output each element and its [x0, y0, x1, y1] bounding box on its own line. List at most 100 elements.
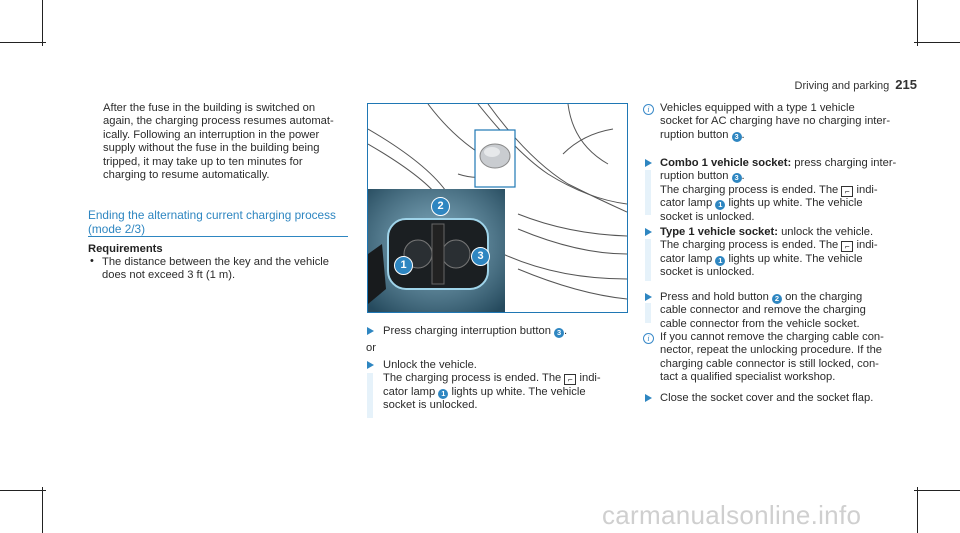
note-line: ruption button 3.	[660, 129, 915, 142]
callout-badge: 2	[771, 294, 782, 304]
step-text: indi-	[856, 239, 878, 252]
step-unlock-vehicle: Unlock the vehicle. The charging process…	[383, 359, 628, 413]
step-text: cator lamp	[383, 385, 436, 398]
section-title-line: (mode 2/3)	[88, 222, 146, 236]
step-line: cator lamp 1 lights up white. The vehicl…	[660, 197, 915, 211]
step-text: lights up white. The vehicle	[728, 252, 863, 265]
step-line: cator lamp 1 lights up white. The vehicl…	[383, 386, 628, 399]
callout-badge: 1	[715, 200, 726, 211]
step-combo-socket: Combo 1 vehicle socket: press charging i…	[660, 157, 915, 224]
step-text: lights up white. The vehicle	[728, 197, 863, 210]
charging-socket-figure: 1 2 3	[367, 103, 628, 313]
step-bar	[645, 170, 651, 215]
car-socket-illustration	[368, 104, 627, 312]
crop-mark	[917, 0, 918, 46]
note-line: Vehicles equipped with a type 1 vehicle	[660, 102, 855, 114]
crop-mark	[42, 487, 43, 533]
step-line: socket is unlocked.	[660, 210, 755, 223]
page-number: 215	[895, 77, 917, 92]
intro-line: tripped, it may take up to ten minutes f…	[103, 155, 303, 168]
step-line: The charging process is ended. The ⌐ ind…	[660, 184, 915, 197]
step-text: lights up white. The vehicle	[451, 385, 586, 398]
callout-badge: 3	[731, 173, 742, 184]
note-line: tact a qualified specialist workshop.	[660, 371, 836, 384]
crop-mark	[0, 42, 46, 43]
step-type1-socket: Type 1 vehicle socket: unlock the vehicl…	[660, 226, 915, 280]
callout-badge: 1	[438, 388, 449, 399]
section-title-line: Ending the alternating current charging …	[88, 208, 336, 222]
step-text: on the charging	[785, 291, 863, 303]
intro-line: again, the charging process resumes auto…	[103, 115, 334, 128]
header-section: Driving and parking	[794, 80, 890, 92]
figure-callout-3: 3	[471, 247, 490, 266]
intro-line: After the fuse in the building is switch…	[103, 102, 316, 114]
section-title: Ending the alternating current charging …	[88, 208, 348, 236]
step-line: socket is unlocked.	[383, 399, 478, 412]
step-line: The charging process is ended. The ⌐ ind…	[383, 372, 628, 386]
crop-mark	[914, 42, 960, 43]
callout-badge: 3	[731, 131, 742, 142]
step-line: Press and hold button 2 on the charging	[660, 291, 915, 304]
step-text: cator lamp	[660, 252, 713, 265]
step-line: cable connector from the vehicle socket.	[660, 317, 860, 330]
requirement-item: The distance between the key and the veh…	[102, 256, 352, 283]
bullet-icon: •	[90, 255, 94, 267]
unlock-icon: ⌐	[841, 241, 854, 253]
step-text: The charging process is ended. The	[660, 239, 839, 252]
step-arrow-icon	[645, 293, 652, 301]
step-text: unlock the vehicle.	[781, 226, 874, 238]
crop-mark	[0, 490, 46, 491]
crop-mark	[42, 0, 43, 46]
step-arrow-icon	[645, 159, 652, 167]
unlock-icon: ⌐	[564, 374, 577, 386]
requirement-line: The distance between the key and the veh…	[102, 256, 330, 268]
unlock-icon: ⌐	[841, 185, 854, 197]
figure-callout-1: 1	[394, 256, 413, 275]
step-bar	[645, 303, 651, 323]
intro-line: charging to resume automatically.	[103, 169, 270, 182]
section-divider	[88, 236, 348, 237]
step-line: Unlock the vehicle.	[383, 359, 477, 371]
note-line: charging cable connector is still locked…	[660, 357, 879, 370]
step-bar	[645, 239, 651, 281]
step-text: The charging process is ended. The	[383, 372, 562, 385]
step-text: indi-	[856, 183, 878, 196]
step-line: Combo 1 vehicle socket: press charging i…	[660, 157, 915, 170]
info-icon: i	[643, 333, 654, 344]
note-line: nector, repeat the unlocking procedure. …	[660, 344, 883, 357]
callout-badge: 1	[715, 255, 726, 266]
step-text: .	[564, 325, 568, 337]
intro-line: ically. Following an interruption in the…	[103, 128, 320, 141]
note-line: socket for AC charging have no charging …	[660, 115, 891, 128]
step-text: The charging process is ended. The	[660, 183, 839, 196]
crop-mark	[914, 490, 960, 491]
note-text: ruption button	[660, 128, 729, 141]
watermark: carmanualsonline.info	[602, 500, 862, 530]
figure-callout-2: 2	[431, 197, 450, 216]
step-line: cable connector and remove the charging	[660, 304, 866, 317]
step-press-interruption: Press charging interruption button 3.	[383, 325, 623, 338]
step-text: .	[741, 170, 745, 183]
step-label: Combo 1 vehicle socket:	[660, 157, 792, 169]
or-label: or	[366, 342, 376, 354]
step-text: ruption button	[660, 170, 729, 183]
info-note-type1: Vehicles equipped with a type 1 vehicle …	[660, 102, 915, 142]
crop-mark	[917, 487, 918, 533]
step-remove-connector: Press and hold button 2 on the charging …	[660, 291, 915, 331]
step-line: ruption button 3.	[660, 170, 915, 184]
step-arrow-icon	[367, 327, 374, 335]
step-text: press charging inter-	[794, 157, 897, 169]
callout-badge: 3	[554, 328, 565, 338]
step-line: Type 1 vehicle socket: unlock the vehicl…	[660, 226, 915, 239]
info-icon: i	[643, 104, 654, 115]
info-note-stuck-connector: If you cannot remove the charging cable …	[660, 331, 915, 385]
step-text: cator lamp	[660, 197, 713, 210]
running-header: Driving and parking 215	[795, 77, 917, 92]
requirement-line: does not exceed 3 ft (1 m).	[102, 269, 236, 282]
note-line: If you cannot remove the charging cable …	[660, 331, 884, 343]
intro-line: supply without the fuse in the building …	[103, 142, 320, 155]
step-bar	[367, 373, 373, 418]
step-arrow-icon	[645, 394, 652, 402]
step-close-cover: Close the socket cover and the socket fl…	[660, 392, 874, 404]
step-text: Press charging interruption button	[383, 325, 551, 337]
